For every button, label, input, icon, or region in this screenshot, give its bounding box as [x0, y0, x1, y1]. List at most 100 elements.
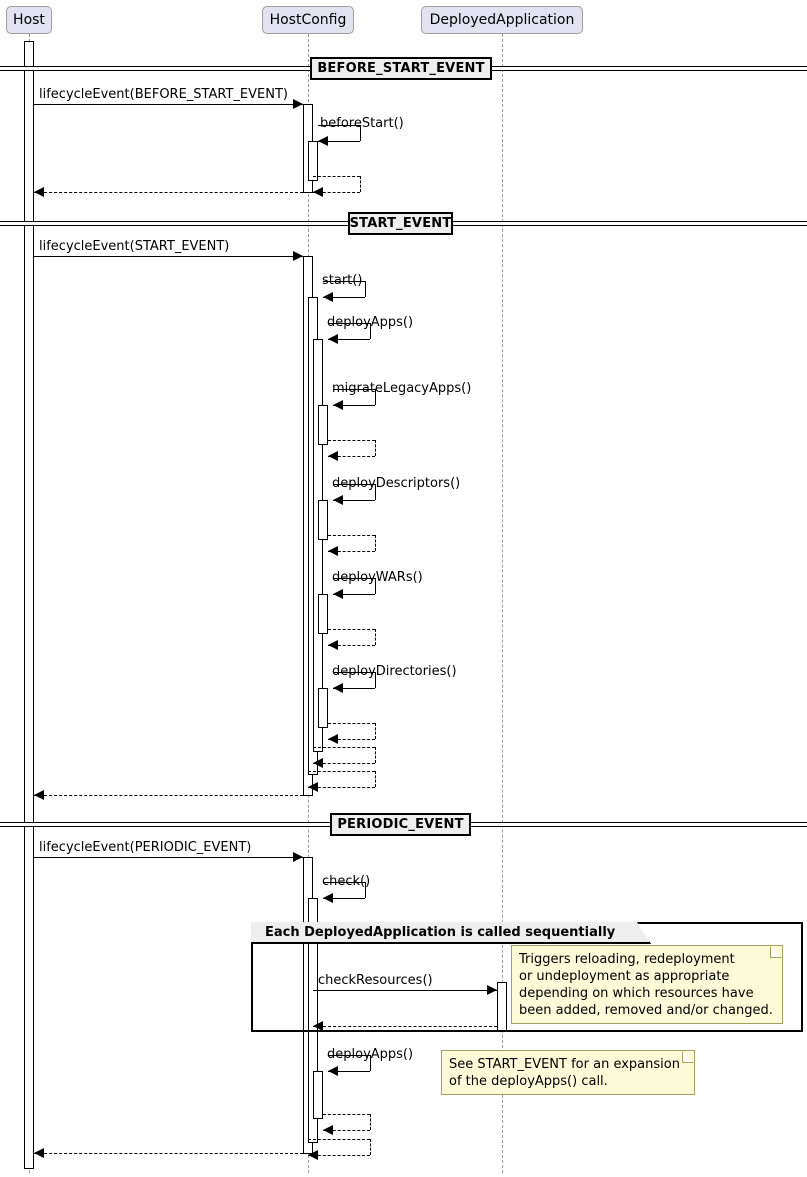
frame-header: Each DeployedApplication is called seque…	[251, 922, 651, 944]
message-line	[313, 192, 360, 193]
activation-bar	[308, 898, 318, 1143]
message-line	[323, 1130, 370, 1131]
message-line	[375, 629, 376, 645]
message-line	[333, 672, 375, 673]
message-line	[323, 297, 365, 298]
arrow-head	[328, 546, 338, 556]
message-line	[370, 1114, 371, 1130]
message-line	[323, 1114, 370, 1115]
message-line	[328, 323, 370, 324]
message-line	[328, 339, 370, 340]
message-line	[375, 672, 376, 688]
message-line	[328, 456, 375, 457]
arrow-head	[328, 1066, 338, 1076]
message-line	[375, 484, 376, 500]
divider-label: PERIODIC_EVENT	[337, 817, 464, 832]
arrow-head	[323, 1125, 333, 1135]
message-line	[313, 990, 497, 991]
message-line	[323, 898, 365, 899]
activation-bar	[318, 594, 328, 634]
message-line	[328, 645, 375, 646]
note-text: See START_EVENT for an expansion of the …	[449, 1057, 680, 1089]
note-text: Triggers reloading, redeployment or unde…	[519, 952, 773, 1018]
message-line	[328, 1055, 370, 1056]
note-note-checkresources: Triggers reloading, redeployment or unde…	[511, 945, 783, 1024]
participant-host[interactable]: Host	[6, 6, 52, 34]
divider-label: BEFORE_START_EVENT	[317, 61, 485, 76]
message-line	[375, 389, 376, 405]
divider-periodic: PERIODIC_EVENT	[330, 813, 471, 836]
arrow-head	[333, 589, 343, 599]
message-line	[34, 795, 303, 796]
arrow-head	[293, 99, 303, 109]
participant-config[interactable]: HostConfig	[262, 6, 354, 34]
divider-start: START_EVENT	[348, 212, 453, 235]
message-line	[333, 594, 375, 595]
message-line	[323, 882, 365, 883]
message-line	[318, 125, 360, 126]
arrow-head	[313, 187, 323, 197]
message-line	[333, 405, 375, 406]
activation-bar	[318, 688, 328, 728]
participant-label: DeployedApplication	[429, 12, 575, 28]
message-line	[328, 629, 375, 630]
arrow-head	[333, 495, 343, 505]
divider-before-start: BEFORE_START_EVENT	[310, 57, 492, 80]
message-line	[308, 771, 375, 772]
note-note-deployapps: See START_EVENT for an expansion of the …	[441, 1050, 695, 1095]
activation-bar	[24, 41, 34, 1169]
message-line	[34, 256, 303, 257]
arrow-head	[328, 451, 338, 461]
note-fold-corner-icon	[682, 1051, 694, 1063]
message-label: deployApps()	[327, 1047, 414, 1062]
message-line	[375, 578, 376, 594]
message-line	[365, 882, 366, 898]
message-line	[370, 323, 371, 339]
note-fold-corner-icon	[770, 946, 782, 958]
message-line	[328, 440, 375, 441]
message-label: lifecycleEvent(BEFORE_START_EVENT)	[39, 87, 288, 102]
message-line	[375, 440, 376, 456]
message-line	[375, 535, 376, 551]
message-line	[313, 763, 375, 764]
message-line	[328, 739, 375, 740]
message-label: lifecycleEvent(START_EVENT)	[39, 239, 230, 254]
message-label: deployWARs()	[332, 570, 423, 585]
arrow-head	[328, 640, 338, 650]
arrow-head	[34, 790, 44, 800]
arrow-head	[323, 292, 333, 302]
message-label: checkResources()	[318, 973, 433, 988]
participant-label: HostConfig	[269, 12, 347, 28]
message-line	[313, 176, 360, 177]
arrow-head	[293, 852, 303, 862]
lifeline-deplapp	[502, 34, 503, 1173]
arrow-head	[333, 400, 343, 410]
participant-deplapp[interactable]: DeployedApplication	[421, 6, 583, 34]
message-label: deployDescriptors()	[332, 476, 461, 491]
message-line	[34, 104, 303, 105]
arrow-head	[313, 1021, 323, 1031]
message-line	[308, 787, 375, 788]
message-line	[313, 1026, 497, 1027]
arrow-head	[293, 251, 303, 261]
message-line	[333, 578, 375, 579]
message-line	[370, 1055, 371, 1071]
message-label: beforeStart()	[320, 116, 404, 131]
message-line	[308, 1155, 370, 1156]
message-line	[365, 281, 366, 297]
message-line	[333, 688, 375, 689]
arrow-head	[308, 782, 318, 792]
frame-label: Each DeployedApplication is called seque…	[265, 924, 616, 940]
arrow-head	[323, 893, 333, 903]
arrow-head	[333, 683, 343, 693]
activation-bar	[313, 1071, 323, 1119]
message-line	[313, 747, 375, 748]
arrow-head	[313, 758, 323, 768]
message-label: start()	[322, 273, 363, 288]
message-line	[34, 857, 303, 858]
message-line	[375, 723, 376, 739]
arrow-head	[487, 985, 497, 995]
arrow-head	[328, 334, 338, 344]
message-label: check()	[322, 874, 371, 889]
